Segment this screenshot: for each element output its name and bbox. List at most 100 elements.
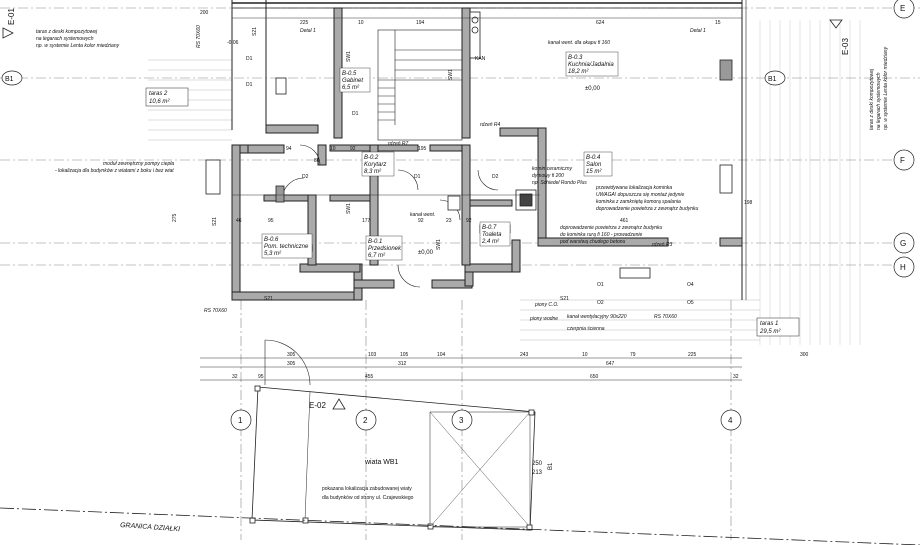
dim-text: 104 [437,352,446,358]
rs-label-2: RS 70X60 [204,308,227,314]
heatpump-note-1: moduł zewnętrzny pompy ciepła [103,161,174,167]
marker-text: SW1 [436,239,442,250]
terrace-name: taras 2 [149,91,168,97]
dim-text: 195 [418,146,427,152]
detal-1-right: Detal 1 [690,28,706,34]
level-0-b: ±0,00 [585,86,601,92]
dim-text: 80 [314,158,320,164]
axis-label: 3 [459,416,464,425]
terrace-1-label: taras 1 29,5 m² [756,317,800,337]
fixtures [205,11,733,279]
marker-text: SW1 [346,51,352,62]
terrace-1-hatch [520,299,760,341]
rs-label-3: RS 70X60 [654,314,677,320]
dim-text: 225 [300,20,309,26]
pion-wod-note: piony wodne [529,316,558,322]
heatpump-note-2: - lokalizacja dla budynków z wiatami z b… [55,168,174,174]
axis-label: F [900,156,905,165]
dimensions-row3: 32 95 455 650 32 [232,374,739,380]
dim-text: 647 [606,361,615,367]
room-label-salon: B-0.4 Salon 15 m² [583,151,613,177]
axis-label: 1 [238,416,243,425]
axis-bubble-H: H [893,256,915,278]
carport-note-2: dla budynków od strony ul. Czajewskiego [322,495,414,501]
dim-text: 305 [287,352,296,358]
marker-text: SW1 [346,203,352,214]
top-walls [231,0,747,300]
pion-co-note: piony C.O. [534,302,559,308]
carport-name: wiata WB1 [364,459,399,466]
room-label-pom-techniczne: B-0.6 Pom. techniczne 5,3 m² [261,233,313,259]
terrace-note-line-3: np. w systemie Lenta kolor miedziany [36,43,120,49]
dim-text: 95 [268,218,274,224]
axis-bubble-B1-right: B1 [764,70,786,86]
room-name: Korytarz [364,162,386,168]
dim-text: 32 [232,374,238,380]
terrace-note-line-2: na legarach systemowych [36,36,94,42]
axis-label: 4 [728,416,733,425]
element-markers: S21 S21 S21 S21 SW1 SW1 SW1 SW1 D1 D1 D2… [212,27,694,306]
dim-text: 461 [620,218,629,224]
detal-1-left: Detal 1 [300,28,316,34]
marker-text: D1 [352,111,359,117]
right-vertical-note-1: taras z deski kompozytowej [869,68,875,130]
axis-bubble-4: 4 [720,409,742,431]
axis-label: G [900,239,906,248]
dim-text: 10 [358,20,364,26]
axis-label: H [900,263,906,272]
room-area: 15 m² [586,169,602,175]
level-0-a: ±0,00 [418,250,434,256]
axis-bubble-F: F [893,149,915,171]
fireplace-note-1: przewidywana lokalizacja kominka [595,185,672,191]
terrace-2-label: taras 2 10,6 m² [145,87,189,107]
air-supply-note-3: pod warstwą chudego betonu [559,239,626,245]
dim-text: 103 [368,352,377,358]
room-name: Toaleta [482,232,502,238]
section-marker-left: E-01 [2,8,16,39]
room-area: 6,5 m² [342,85,360,91]
marker-text: O5 [687,300,694,306]
carport-dim-1: 250 [532,461,543,467]
chimney-note-3: np. Schiedel Rondo Plus [532,180,587,186]
dim-text: 79 [630,352,636,358]
room-label-korytarz: B-0.2 Korytarz 8,3 m² [361,151,395,177]
terrace-right-hatch [759,20,861,345]
room-area: 5,3 m² [264,251,282,257]
terrace-name: taras 1 [760,321,778,327]
dimension-lines [200,17,742,381]
marker-text: D2 [302,174,309,180]
dim-text: 94 [286,146,292,152]
window-r4: rdzeń R4 [480,122,501,128]
room-label-gabinet: B-0.5 Gabinet 6,5 m² [339,67,371,93]
dim-text: 624 [596,20,605,26]
marker-text: S21 [264,296,273,302]
axis-label: B1 [5,76,14,83]
section-marker-bottom: E-02 [309,398,346,410]
dim-text: 200 [200,10,209,16]
dim-text: 194 [416,20,425,26]
carport-dim-2: 213 [532,470,543,476]
room-name: Salon [586,162,602,168]
right-vertical-note-2: na legarach systemowych [876,72,882,130]
window-r3: rdzeń R3 [652,242,673,248]
fireplace-note-2: UWAGA! dopuszcza się montaż jedynie [596,192,685,198]
rs-label-1: RS 70X60 [196,25,202,48]
dimensions-row1: 305 103 105 104 243 10 79 225 300 [287,352,809,358]
section-label-right: E-03 [841,38,850,55]
room-label-kuchnia: B-0.3 Kuchnia/Jadalnia 18,2 m² [565,51,619,77]
dimensions-top: 200 10 194 624 225 15 [200,10,721,26]
dim-text: 650 [590,374,599,380]
right-vertical-note-3: np. w systemie Lenta kolor miedziany [883,46,889,130]
dim-text: 10 [582,352,588,358]
room-id: B-0.5 [342,71,357,77]
dim-text: 15 [715,20,721,26]
drain-note: czerpnia ścienna [567,326,605,332]
axis-bubble-B1-left: B1 [1,70,23,86]
marker-text: S21 [560,296,569,302]
dimensions-row2: 305 312 647 [287,361,615,367]
room-label-przedsionek: B-0.1 Przedsionek 6,7 m² [365,235,403,261]
axis-label: E [900,4,905,13]
marker-text: S21 [252,27,258,36]
axis-bubble-E: E [893,0,915,19]
room-id: B-0.3 [568,55,583,61]
